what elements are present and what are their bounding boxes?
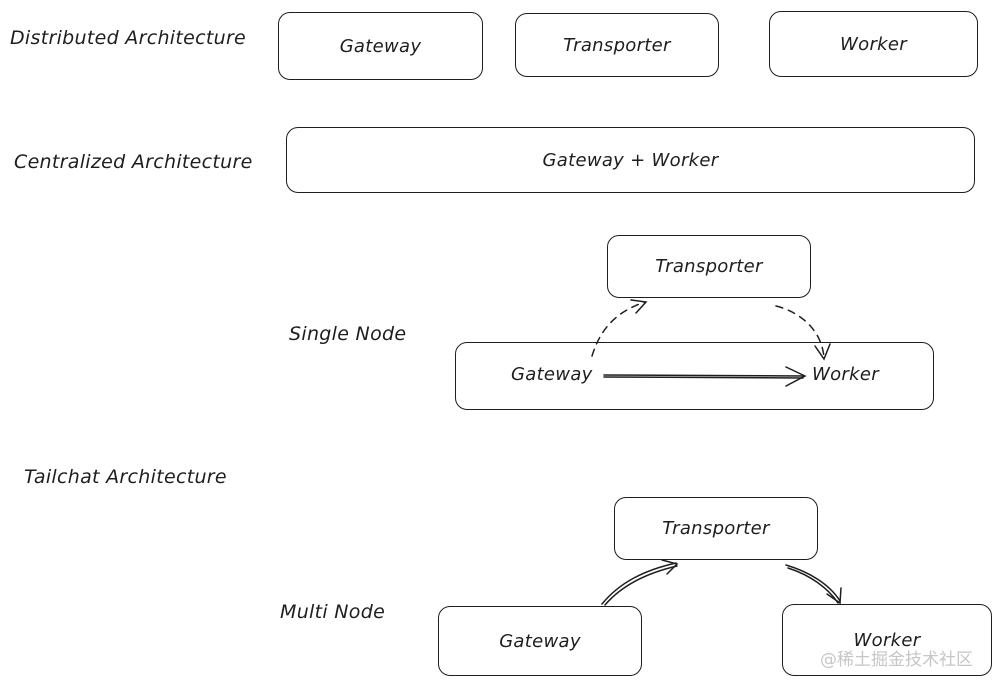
- single-node-transporter-box: Transporter: [607, 235, 811, 298]
- distributed-transporter-box: Transporter: [515, 13, 719, 77]
- multi-node-gateway-box: Gateway: [438, 606, 642, 676]
- tailchat-architecture-label: Tailchat Architecture: [24, 466, 227, 488]
- multi-node-worker-box: Worker: [782, 604, 992, 676]
- distributed-worker-text: Worker: [840, 33, 907, 55]
- multi-node-gateway-text: Gateway: [499, 630, 581, 652]
- distributed-transporter-text: Transporter: [563, 34, 671, 56]
- multi-node-label: Multi Node: [280, 601, 386, 623]
- multi-node-transporter-box: Transporter: [614, 497, 818, 560]
- distributed-gateway-text: Gateway: [339, 35, 422, 57]
- centralized-gateway-worker-box: Gateway + Worker: [286, 127, 975, 193]
- single-node-transporter-text: Transporter: [655, 256, 763, 277]
- arrow-multi-transporter-to-worker: [785, 564, 842, 605]
- centralized-architecture-label: Centralized Architecture: [14, 151, 253, 173]
- single-node-gateway-text: Gateway: [511, 364, 593, 385]
- distributed-architecture-label: Distributed Architecture: [10, 27, 247, 49]
- multi-node-transporter-text: Transporter: [662, 518, 770, 539]
- distributed-worker-box: Worker: [769, 11, 978, 77]
- single-node-label: Single Node: [289, 323, 407, 345]
- multi-node-worker-text: Worker: [853, 629, 921, 651]
- single-node-worker-text: Worker: [812, 364, 879, 385]
- watermark: @稀土掘金技术社区: [820, 650, 973, 670]
- arrow-multi-gateway-to-transporter: [601, 559, 679, 606]
- centralized-combined-text: Gateway + Worker: [542, 149, 719, 171]
- distributed-gateway-box: Gateway: [278, 12, 483, 80]
